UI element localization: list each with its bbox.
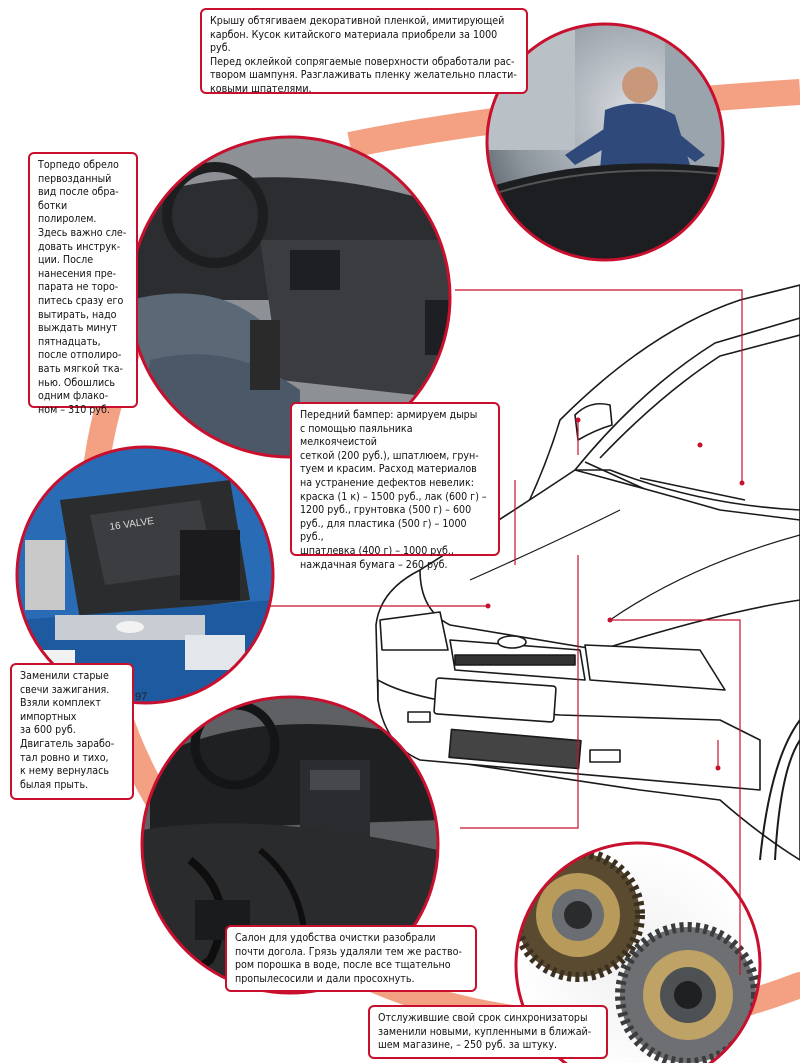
- car-headlight-left: [379, 611, 449, 651]
- callout-bumper: Передний бампер: армируем дыры с помощью…: [290, 402, 500, 571]
- photo-salon: [140, 695, 440, 995]
- car-fog-right: [589, 749, 621, 763]
- callout-synchro: Отслужившие свой срок синхронизаторы зам…: [368, 1005, 608, 1059]
- car-grille-slot: [454, 654, 576, 666]
- car-license-plate: [433, 677, 557, 723]
- photo-engine: MC 16 VALVE 97: [15, 445, 275, 705]
- car-hood-crease: [469, 509, 800, 621]
- callout-torpedo: Торпедо обрело первозданный вид после об…: [28, 152, 138, 416]
- photo-gears: [514, 841, 762, 1063]
- callout-sparks: Заменили старые свечи зажигания. Взяли к…: [10, 663, 134, 800]
- car-windshield-inner: [599, 334, 800, 459]
- engine-plate-digits: 97: [135, 691, 147, 703]
- leader-torpedo: [455, 289, 743, 483]
- car-drawing: [375, 284, 800, 861]
- leader-bumper-down: [460, 555, 579, 829]
- car-fog-left: [407, 711, 431, 723]
- photo-dashboard: [128, 135, 452, 459]
- car-lower-intake: [448, 728, 582, 770]
- leader-hood: [610, 619, 741, 975]
- callout-salon: Салон для удобства очистки разобрали поч…: [225, 925, 477, 992]
- car-badge: [497, 635, 527, 649]
- car-wheel: [774, 739, 800, 861]
- callout-roof: Крышу обтягиваем декоративной пленкой, и…: [200, 8, 528, 95]
- car-headlight-right: [584, 644, 726, 691]
- car-mirror: [574, 402, 613, 441]
- leader-dots: [485, 417, 745, 771]
- leader-lines: [268, 289, 743, 975]
- car-wheel-arch: [759, 719, 800, 861]
- car-windshield: [574, 317, 800, 511]
